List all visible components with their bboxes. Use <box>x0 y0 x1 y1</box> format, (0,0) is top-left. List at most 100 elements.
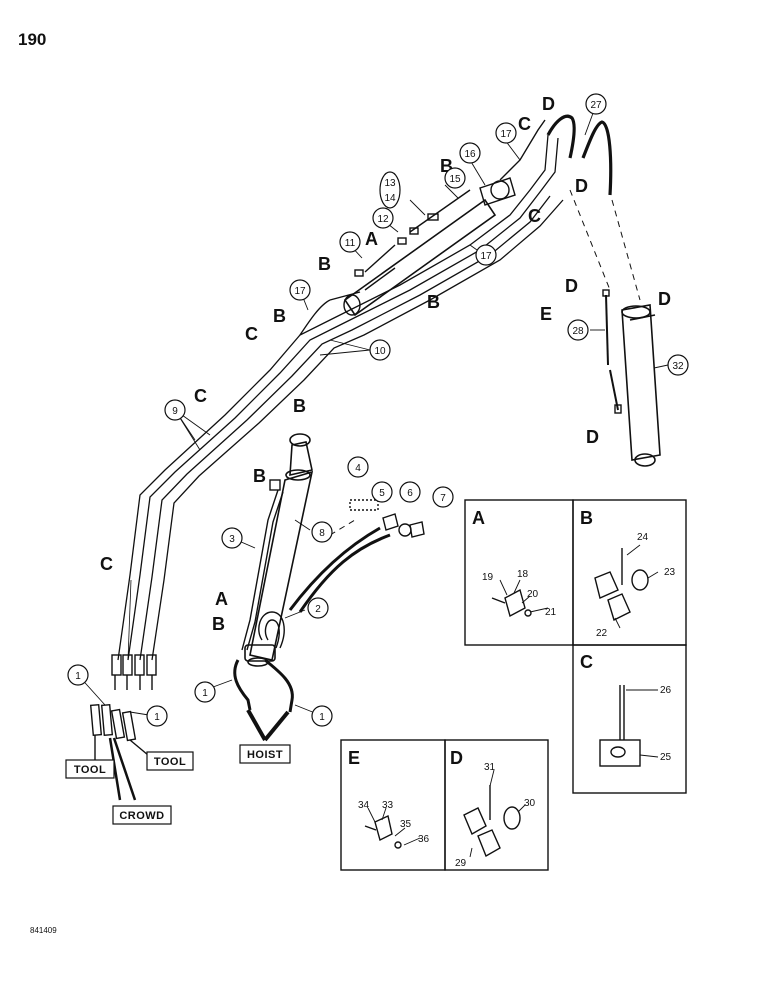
detail-c-block <box>599 685 641 767</box>
letter-c4: C <box>194 386 207 406</box>
letter-b5: B <box>293 396 306 416</box>
line-letter-labels: D C B D C A B B B C B C C D E D D B A B <box>100 94 671 634</box>
letter-d3: D <box>565 276 578 296</box>
detail-title-a: A <box>472 508 485 528</box>
callout-11: 11 <box>345 238 356 249</box>
detail-title-d: D <box>450 748 463 768</box>
hoses-27 <box>546 114 613 196</box>
callout-27: 27 <box>590 100 602 111</box>
tag-hoist-label: HOIST <box>247 749 283 761</box>
hose-ends-tool-crowd <box>89 703 149 801</box>
callout-circle-1b <box>311 705 333 727</box>
callout-circle-15 <box>444 167 466 189</box>
detail-d-flange-halves <box>463 785 521 858</box>
callout-35: 35 <box>400 819 412 830</box>
callout-circle-1d <box>146 705 168 727</box>
callout-34: 34 <box>358 800 370 811</box>
tag-tool-left-label: TOOL <box>74 764 106 776</box>
callout-circle-2 <box>307 597 329 619</box>
callout-numbers: 27 17 16 15 13 14 12 11 17 17 10 9 28 32… <box>75 100 684 723</box>
callout-12: 12 <box>377 214 389 225</box>
tag-tool-left: TOOL <box>65 759 115 779</box>
letter-b4: B <box>273 306 286 326</box>
callout-8: 8 <box>319 528 325 539</box>
callout-15: 15 <box>449 174 461 185</box>
detail-e-clamp <box>364 815 402 849</box>
hoist-leaders <box>246 709 290 742</box>
letter-c3: C <box>245 324 258 344</box>
callout-circle-4 <box>347 456 369 478</box>
tag-crowd-label: CROWD <box>119 810 164 822</box>
callout-circle-9 <box>164 399 186 421</box>
page-number: 190 <box>18 30 47 49</box>
callout-36: 36 <box>418 834 430 845</box>
callout-circle-1c <box>67 664 89 686</box>
boom-upper-cylinder <box>343 177 516 317</box>
letter-d5: D <box>586 427 599 447</box>
dashed-leader-lines <box>329 189 641 536</box>
detail-titles: A B C E D <box>348 508 593 768</box>
callout-33: 33 <box>382 800 394 811</box>
detail-title-b: B <box>580 508 593 528</box>
letter-c5: C <box>100 554 113 574</box>
letter-d1: D <box>542 94 555 114</box>
detail-box-d <box>444 739 549 871</box>
callout-circle-12 <box>372 207 394 229</box>
small-parts-4-7 <box>349 499 425 538</box>
tag-tool-right-label: TOOL <box>154 756 186 768</box>
callout-circle-17b <box>475 244 497 266</box>
letter-b8: B <box>212 614 225 634</box>
callout-17c: 17 <box>294 286 306 297</box>
letter-d4: D <box>658 289 671 309</box>
callout-29: 29 <box>455 858 467 869</box>
tube-2 <box>258 611 285 649</box>
cylinder-32 <box>621 304 661 467</box>
callout-4: 4 <box>355 463 361 474</box>
callout-1b: 1 <box>319 712 325 723</box>
callout-circle-16 <box>459 142 481 164</box>
callout-circle-8 <box>311 521 333 543</box>
callout-16: 16 <box>464 149 476 160</box>
tube-17 <box>299 119 546 336</box>
callout-22: 22 <box>596 628 608 639</box>
tag-crowd: CROWD <box>112 805 172 825</box>
callout-21: 21 <box>545 607 557 618</box>
callout-7: 7 <box>440 493 446 504</box>
callout-31: 31 <box>484 762 496 773</box>
detail-title-c: C <box>580 652 593 672</box>
callout-3: 3 <box>229 534 235 545</box>
callout-circle-11 <box>339 231 361 253</box>
callout-circle-17a <box>495 122 517 144</box>
callout-17a: 17 <box>500 129 512 140</box>
callout-circle-17c <box>289 279 311 301</box>
callout-32: 32 <box>672 361 684 372</box>
callout-circle-5 <box>371 481 393 503</box>
letter-a1: A <box>365 229 378 249</box>
detail-callouts: 19 18 20 21 24 23 22 26 25 34 33 35 36 3… <box>358 532 676 869</box>
callout-30: 30 <box>524 798 536 809</box>
detail-title-e: E <box>348 748 360 768</box>
lower-tube-fittings <box>111 654 157 690</box>
callout-25: 25 <box>660 752 672 763</box>
callout-10: 10 <box>374 346 386 357</box>
letter-c2: C <box>528 206 541 226</box>
tag-boxes: TOOL TOOL CROWD HOIST <box>65 744 291 825</box>
callout-14: 14 <box>384 193 396 204</box>
letter-b2: B <box>318 254 331 274</box>
callout-18: 18 <box>517 569 529 580</box>
parts-pointer-lines <box>288 526 391 613</box>
boom-tube-set <box>117 134 564 661</box>
callout-circle-1a <box>194 681 216 703</box>
callout-1d: 1 <box>154 712 160 723</box>
callout-circle-28 <box>567 319 589 341</box>
callout-13: 13 <box>384 178 396 189</box>
tag-hoist: HOIST <box>239 744 291 764</box>
letter-b7: B <box>253 466 266 486</box>
callout-24: 24 <box>637 532 649 543</box>
callout-2: 2 <box>315 604 321 615</box>
callout-1c: 1 <box>75 671 81 682</box>
callout-26: 26 <box>660 685 672 696</box>
callout-circle-27 <box>585 93 607 115</box>
